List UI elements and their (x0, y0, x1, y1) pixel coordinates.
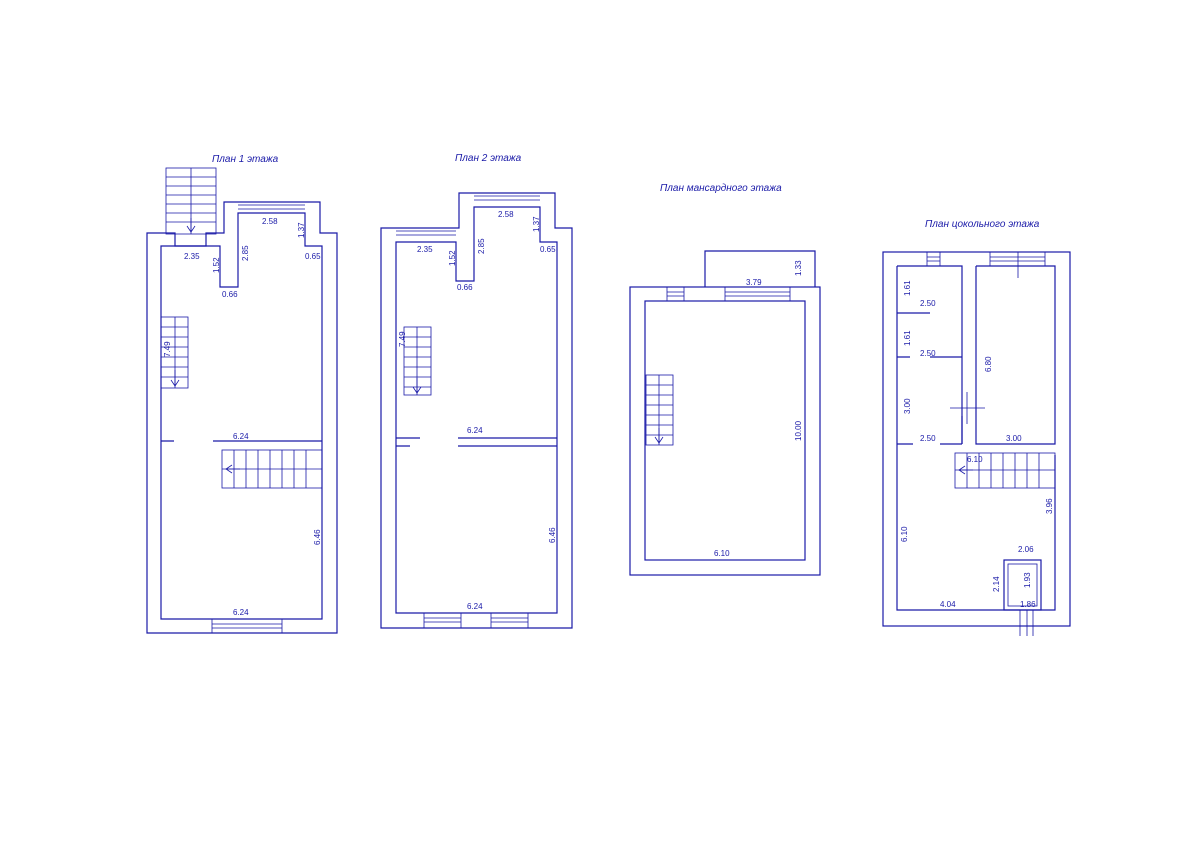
attic-dim-1-33: 1.33 (794, 260, 803, 276)
plan-1-dim-2-85: 2.85 (241, 245, 250, 261)
plan-2-inner-wall (395, 206, 558, 614)
plan-1-bottom-window (211, 619, 283, 633)
attic-dormer (704, 250, 816, 287)
plan-1-stair-2 (221, 449, 323, 489)
basement-dim-6-10-left: 6.10 (900, 526, 909, 542)
plan-1-dim-1-37: 1.37 (297, 222, 306, 238)
attic-windows (666, 287, 791, 301)
attic-dim-3-79: 3.79 (746, 278, 762, 287)
plan-2-dim-2-85: 2.85 (477, 238, 486, 254)
attic-outer-wall (629, 286, 821, 576)
attic-inner-wall (644, 300, 806, 561)
basement-stair (954, 452, 1056, 489)
basement-dim-2-50-a: 2.50 (920, 299, 936, 308)
basement-dim-6-10-top: 6.10 (967, 455, 983, 464)
basement-dim-1-86: 1.86 (1020, 600, 1036, 609)
plan-1-interior-stair (160, 316, 189, 389)
plan-1-top-window (238, 204, 305, 210)
basement-dim-2-14: 2.14 (992, 576, 1001, 592)
basement-window-top-left (926, 252, 941, 266)
plan-2-dim-0-66: 0.66 (457, 283, 473, 292)
basement-dim-3-96: 3.96 (1045, 498, 1054, 514)
plan-2-dim-6-24-bottom: 6.24 (467, 602, 483, 611)
plan-2-dim-2-58: 2.58 (498, 210, 514, 219)
basement-dim-3-00-b: 3.00 (1006, 434, 1022, 443)
basement-inner-wall (896, 265, 1056, 611)
plan-2-outer-wall (380, 192, 573, 629)
plan-attic: План мансардного этажа 3.79 1.33 10.00 6… (629, 183, 821, 576)
plan-1-dim-6-24-top: 6.24 (233, 432, 249, 441)
plan-2-title: План 2 этажа (455, 153, 522, 164)
plan-1-inner-wall (160, 212, 323, 620)
attic-stair (645, 374, 674, 446)
plan-2-dim-1-52: 1.52 (448, 250, 457, 266)
plan-1-dim-2-58: 2.58 (262, 217, 278, 226)
plan-2-top-window-right (474, 195, 540, 201)
basement-dim-2-50-c: 2.50 (920, 434, 936, 443)
plan-2-dim-6-24-top: 6.24 (467, 426, 483, 435)
basement-cross-marker (950, 392, 985, 424)
basement-title: План цокольного этажа (925, 219, 1040, 230)
plan-1-dim-2-35: 2.35 (184, 252, 200, 261)
plan-2-dim-2-35: 2.35 (417, 245, 433, 254)
basement-dim-4-04: 4.04 (940, 600, 956, 609)
basement-dim-2-50-b: 2.50 (920, 349, 936, 358)
basement-dim-2-06: 2.06 (1018, 545, 1034, 554)
plan-1-outer-wall (146, 201, 338, 634)
plan-1-entrance-stair (165, 167, 217, 235)
plan-2-dim-1-37: 1.37 (532, 216, 541, 232)
plan-1-dim-7-49: 7.49 (163, 341, 172, 357)
attic-dim-10-00: 10.00 (794, 420, 803, 441)
plan-1-title: План 1 этажа (212, 154, 279, 165)
plan-basement: План цокольного этажа 1.61 2.50 (882, 219, 1071, 636)
basement-door-top (989, 252, 1046, 278)
plan-2-partition (396, 437, 557, 447)
plan-2-dim-6-46: 6.46 (548, 527, 557, 543)
plan-1-dim-6-46: 6.46 (313, 529, 322, 545)
basement-door-bottom (1019, 610, 1034, 636)
basement-dim-1-93: 1.93 (1023, 572, 1032, 588)
plan-1-dim-0-65: 0.65 (305, 252, 321, 261)
basement-partitions (897, 312, 963, 445)
basement-dim-6-80: 6.80 (984, 356, 993, 372)
plan-1-dim-6-24-bottom: 6.24 (233, 608, 249, 617)
basement-dim-1-61-a: 1.61 (903, 280, 912, 296)
basement-small-room (1003, 559, 1042, 611)
plan-1-dim-1-52: 1.52 (212, 257, 221, 273)
basement-dim-3-00-a: 3.00 (903, 398, 912, 414)
attic-title: План мансардного этажа (660, 183, 782, 194)
basement-outer-wall (882, 251, 1071, 627)
plan-2-bottom-windows (423, 613, 529, 628)
plan-1-dim-0-66: 0.66 (222, 290, 238, 299)
basement-dim-1-61-b: 1.61 (903, 330, 912, 346)
plan-2-top-window-left (396, 230, 456, 236)
plan-2-dim-7-49: 7.49 (398, 331, 407, 347)
plan-2-dim-0-65: 0.65 (540, 245, 556, 254)
plan-floor-1: План 1 этажа (146, 154, 338, 634)
plan-floor-2: План 2 этажа 2.58 1.37 2.35 1.52 2.85 0.… (380, 153, 573, 629)
attic-dim-6-10: 6.10 (714, 549, 730, 558)
plan-2-interior-stair (403, 326, 432, 396)
